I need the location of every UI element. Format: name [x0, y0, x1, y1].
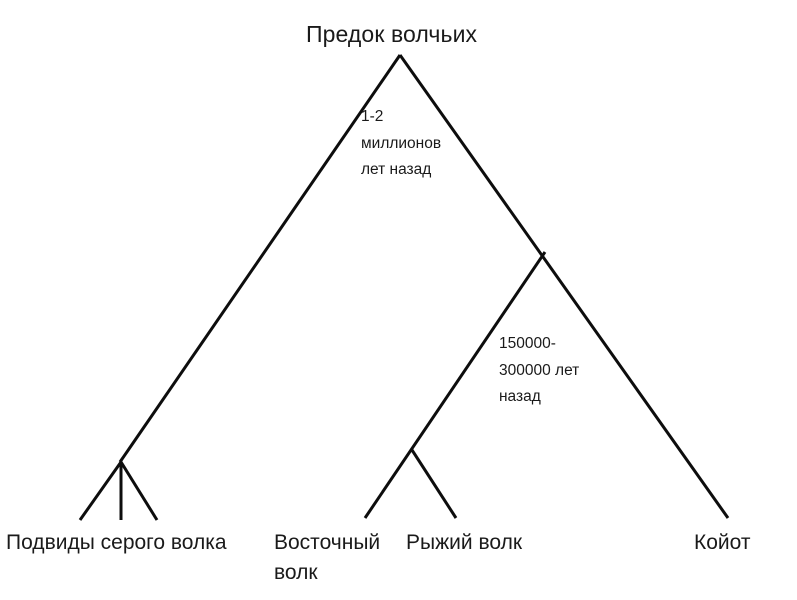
leaf-eastern-wolf: Восточный волк [274, 531, 381, 584]
edge-eastern-red-fork-right [410, 449, 458, 519]
edge-root-to-canis-split [398, 54, 730, 519]
edge-gray-fork-left [78, 461, 123, 521]
edge-canis-split-to-eastern-red-fork [363, 251, 547, 519]
edge-gray-fork-right [119, 461, 159, 521]
branch-label-upper: 1-2 миллионов лет назад [361, 108, 442, 179]
leaf-gray-wolf-subspecies: Подвиды серого волка [6, 531, 227, 554]
leaf-coyote: Койот [694, 531, 751, 554]
edge-root-to-gray-wolf-fork [118, 54, 402, 463]
leaf-red-wolf: Рыжий волк [406, 531, 523, 554]
root-node-label: Предок волчьих [306, 21, 478, 47]
branch-label-lower: 150000-300000 лет назад [499, 335, 580, 406]
